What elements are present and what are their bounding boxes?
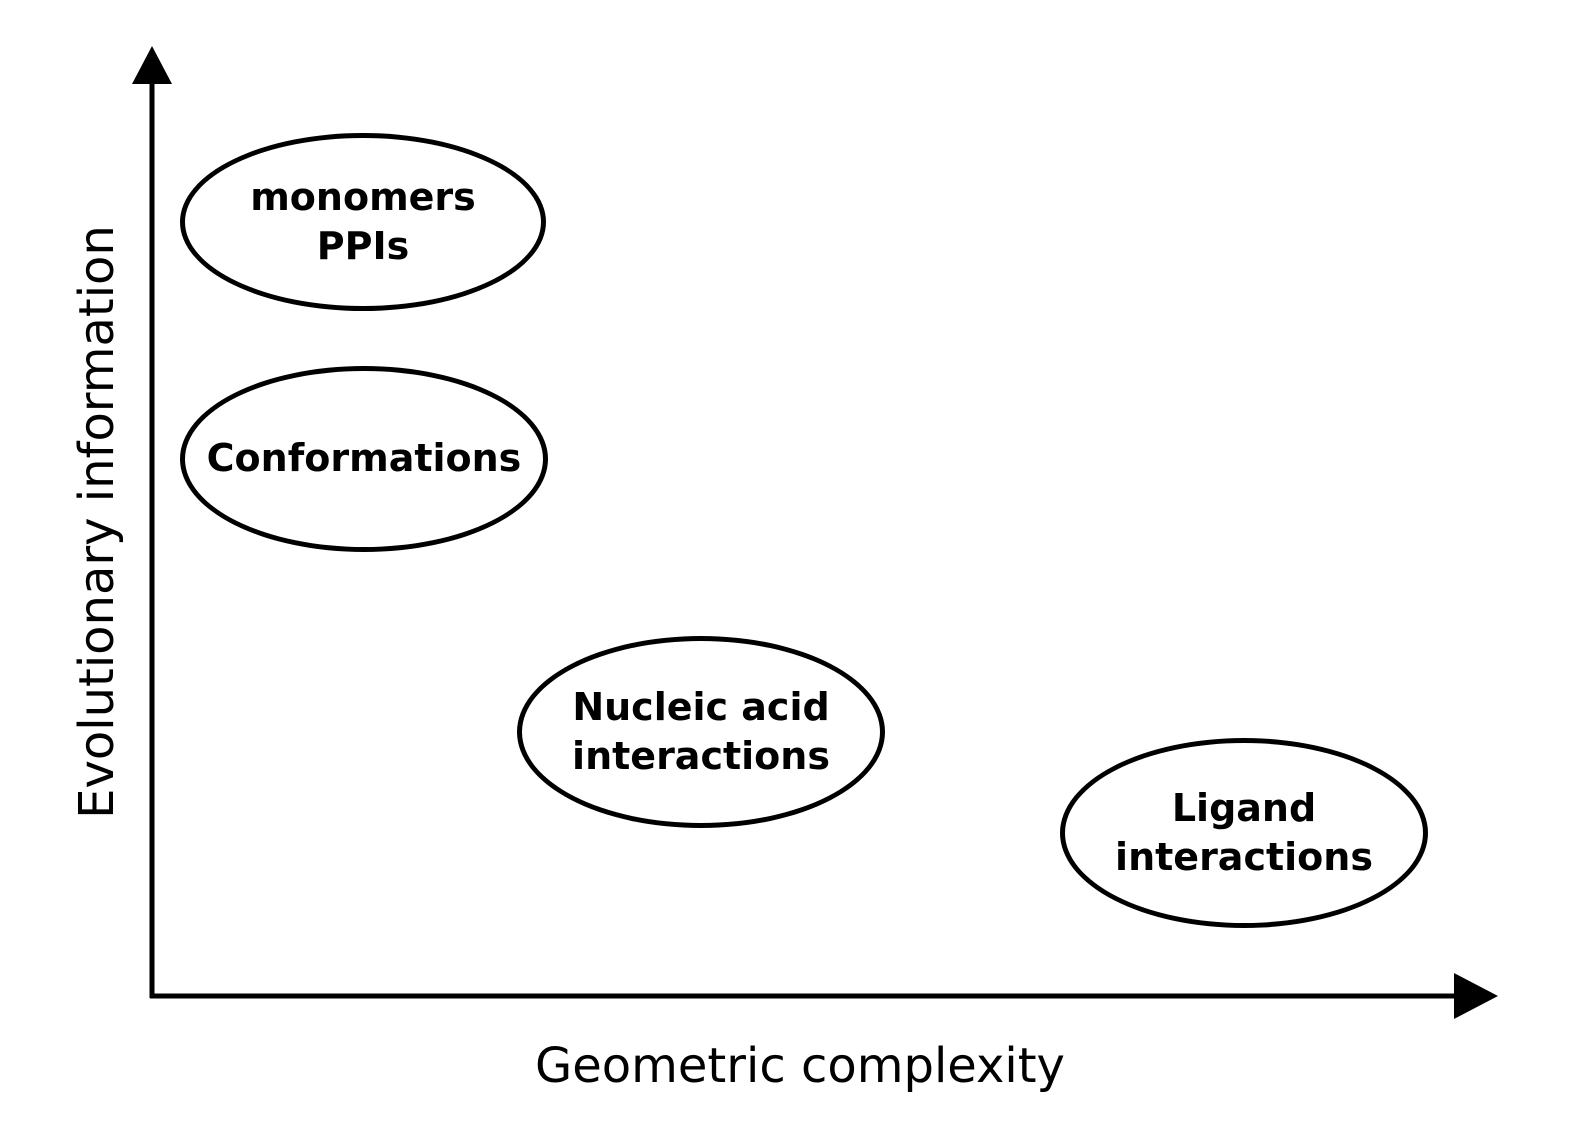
ellipse-label-line: interactions bbox=[1115, 835, 1373, 879]
x-axis-label: Geometric complexity bbox=[535, 1038, 1065, 1094]
y-axis-arrowhead-icon bbox=[132, 46, 172, 84]
ellipse-ligand-interactions: Ligand interactions bbox=[1060, 738, 1428, 928]
ellipse-label-line: Nucleic acid bbox=[572, 684, 830, 729]
ellipse-conformations: Conformations bbox=[180, 366, 548, 552]
y-axis-label: Evolutionary information bbox=[69, 225, 125, 819]
ellipse-label-line: Ligand bbox=[1171, 785, 1317, 830]
ellipse-label-line: monomers bbox=[250, 174, 476, 219]
x-axis-arrowhead-icon bbox=[1454, 973, 1498, 1019]
ellipse-label-line: PPIs bbox=[316, 224, 410, 268]
ellipse-label-line: Conformations bbox=[206, 436, 522, 481]
ellipse-label-line: interactions bbox=[572, 734, 830, 778]
ellipse-monomers-ppis: monomers PPIs bbox=[180, 133, 546, 311]
ellipse-nucleic-acid-interactions: Nucleic acid interactions bbox=[517, 636, 885, 828]
